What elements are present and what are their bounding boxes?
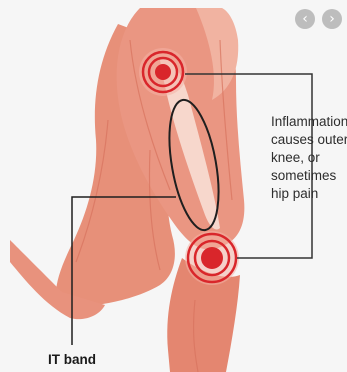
- hip-inflammation-marker: [139, 48, 187, 96]
- chevron-right-icon[interactable]: ›: [322, 9, 342, 29]
- chevron-left-icon[interactable]: ‹: [295, 9, 315, 29]
- callout-line: causes outer: [271, 131, 347, 149]
- it-band-label: IT band: [48, 352, 96, 367]
- callout-line: hip pain: [271, 185, 347, 203]
- inflammation-callout: Inflammation causes outer knee, or somet…: [271, 113, 347, 203]
- callout-line: Inflammation: [271, 113, 347, 131]
- callout-line: knee, or: [271, 149, 347, 167]
- callout-line: sometimes: [271, 167, 347, 185]
- knee-inflammation-marker: [185, 231, 239, 285]
